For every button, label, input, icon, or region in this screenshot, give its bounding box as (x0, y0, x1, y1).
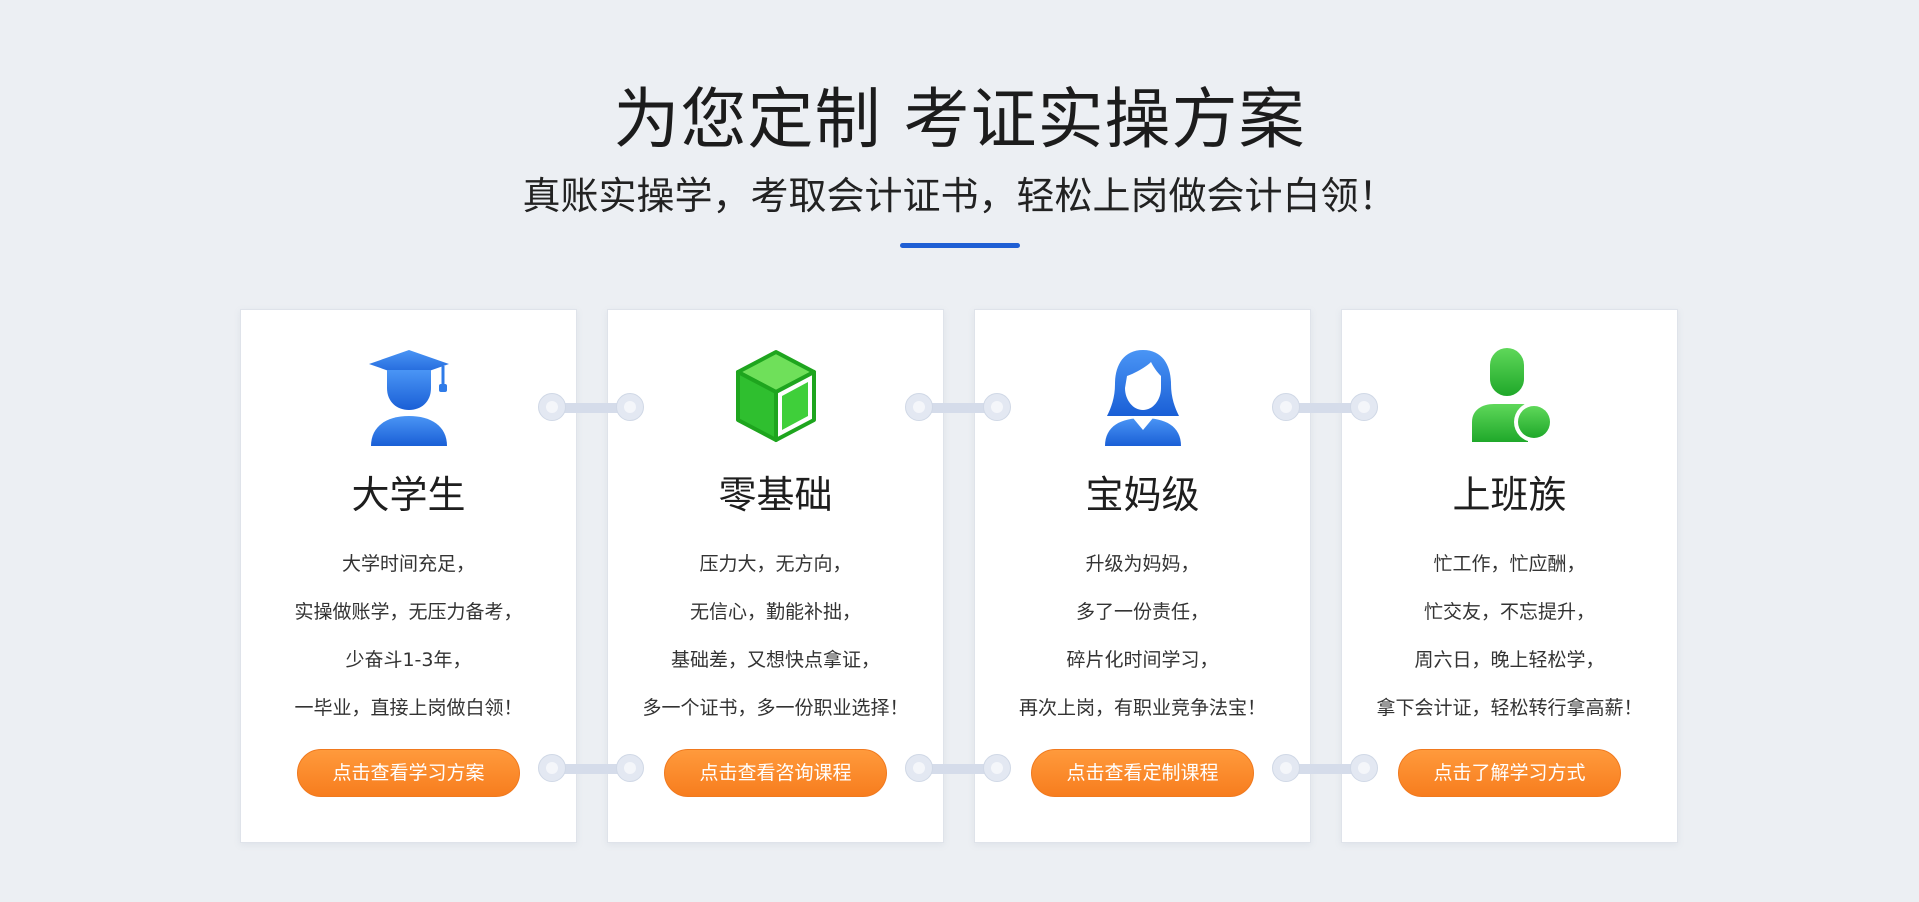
description-line: 碎片化时间学习， (1066, 649, 1219, 671)
page-title: 为您定制 考证实操方案 (613, 81, 1306, 158)
connector-node (905, 754, 933, 782)
learn-study-method-button[interactable]: 点击了解学习方式 (1398, 749, 1621, 797)
description-line: 多了一份责任， (1075, 601, 1209, 623)
card-connector (1272, 393, 1378, 423)
card-title: 零基础 (718, 473, 833, 517)
description-line: 基础差，又想快点拿证， (670, 649, 880, 671)
connector-node (1272, 754, 1300, 782)
office-worker-icon (1460, 346, 1560, 446)
card-college-student: 大学生 大学时间充足， 实操做账学，无压力备考， 少奋斗1-3年， 一毕业，直接… (240, 309, 577, 843)
description-line: 周六日，晚上轻松学， (1414, 649, 1605, 671)
description-line: 多一个证书，多一份职业选择！ (642, 697, 909, 719)
card-connector (1272, 754, 1378, 784)
connector-node (538, 393, 566, 421)
cube-icon (726, 346, 826, 446)
card-office-worker: 上班族 忙工作，忙应酬， 忙交友，不忘提升， 周六日，晚上轻松学， 拿下会计证，… (1341, 309, 1678, 843)
connector-bar (919, 403, 997, 413)
card-description: 忙工作，忙应酬， 忙交友，不忘提升， 周六日，晚上轻松学， 拿下会计证，轻松转行… (1342, 540, 1677, 732)
description-line: 压力大，无方向， (699, 553, 852, 575)
page-subtitle: 真账实操学，考取会计证书，轻松上岗做会计白领！ (522, 174, 1397, 218)
connector-node (1350, 393, 1378, 421)
connector-node (538, 754, 566, 782)
connector-node (616, 393, 644, 421)
description-line: 大学时间充足， (341, 553, 475, 575)
view-study-plan-button[interactable]: 点击查看学习方案 (297, 749, 520, 797)
description-line: 拿下会计证，轻松转行拿高薪！ (1376, 697, 1643, 719)
connector-bar (1286, 403, 1364, 413)
description-line: 一毕业，直接上岗做白领！ (294, 697, 523, 719)
description-line: 忙工作，忙应酬， (1433, 553, 1586, 575)
connector-node (983, 754, 1011, 782)
connector-bar (919, 764, 997, 774)
connector-bar (552, 403, 630, 413)
card-title: 上班族 (1452, 473, 1567, 517)
view-consult-course-button[interactable]: 点击查看咨询课程 (664, 749, 887, 797)
connector-bar (552, 764, 630, 774)
card-zero-foundation: 零基础 压力大，无方向， 无信心，勤能补拙， 基础差，又想快点拿证， 多一个证书… (607, 309, 944, 843)
card-connector (905, 754, 1011, 784)
card-description: 大学时间充足， 实操做账学，无压力备考， 少奋斗1-3年， 一毕业，直接上岗做白… (241, 540, 576, 732)
connector-node (1272, 393, 1300, 421)
card-description: 压力大，无方向， 无信心，勤能补拙， 基础差，又想快点拿证， 多一个证书，多一份… (608, 540, 943, 732)
connector-node (983, 393, 1011, 421)
description-line: 实操做账学，无压力备考， (294, 601, 523, 623)
connector-node (905, 393, 933, 421)
connector-bar (1286, 764, 1364, 774)
title-underline (900, 243, 1020, 248)
connector-node (1350, 754, 1378, 782)
description-line: 无信心，勤能补拙， (689, 601, 861, 623)
card-mom: 宝妈级 升级为妈妈， 多了一份责任， 碎片化时间学习， 再次上岗，有职业竞争法宝… (974, 309, 1311, 843)
description-line: 再次上岗，有职业竞争法宝！ (1018, 697, 1266, 719)
card-connector (905, 393, 1011, 423)
description-line: 升级为妈妈， (1085, 553, 1200, 575)
woman-icon (1093, 346, 1193, 446)
card-connector (538, 754, 644, 784)
header: 为您定制 考证实操方案 真账实操学，考取会计证书，轻松上岗做会计白领！ (0, 78, 1919, 222)
description-line: 少奋斗1-3年， (345, 649, 472, 671)
card-title: 宝妈级 (1085, 473, 1200, 517)
graduate-icon (359, 346, 459, 446)
description-line: 忙交友，不忘提升， (1423, 601, 1595, 623)
card-title: 大学生 (351, 473, 466, 517)
card-description: 升级为妈妈， 多了一份责任， 碎片化时间学习， 再次上岗，有职业竞争法宝！ (975, 540, 1310, 732)
view-custom-course-button[interactable]: 点击查看定制课程 (1031, 749, 1254, 797)
card-connector (538, 393, 644, 423)
connector-node (616, 754, 644, 782)
